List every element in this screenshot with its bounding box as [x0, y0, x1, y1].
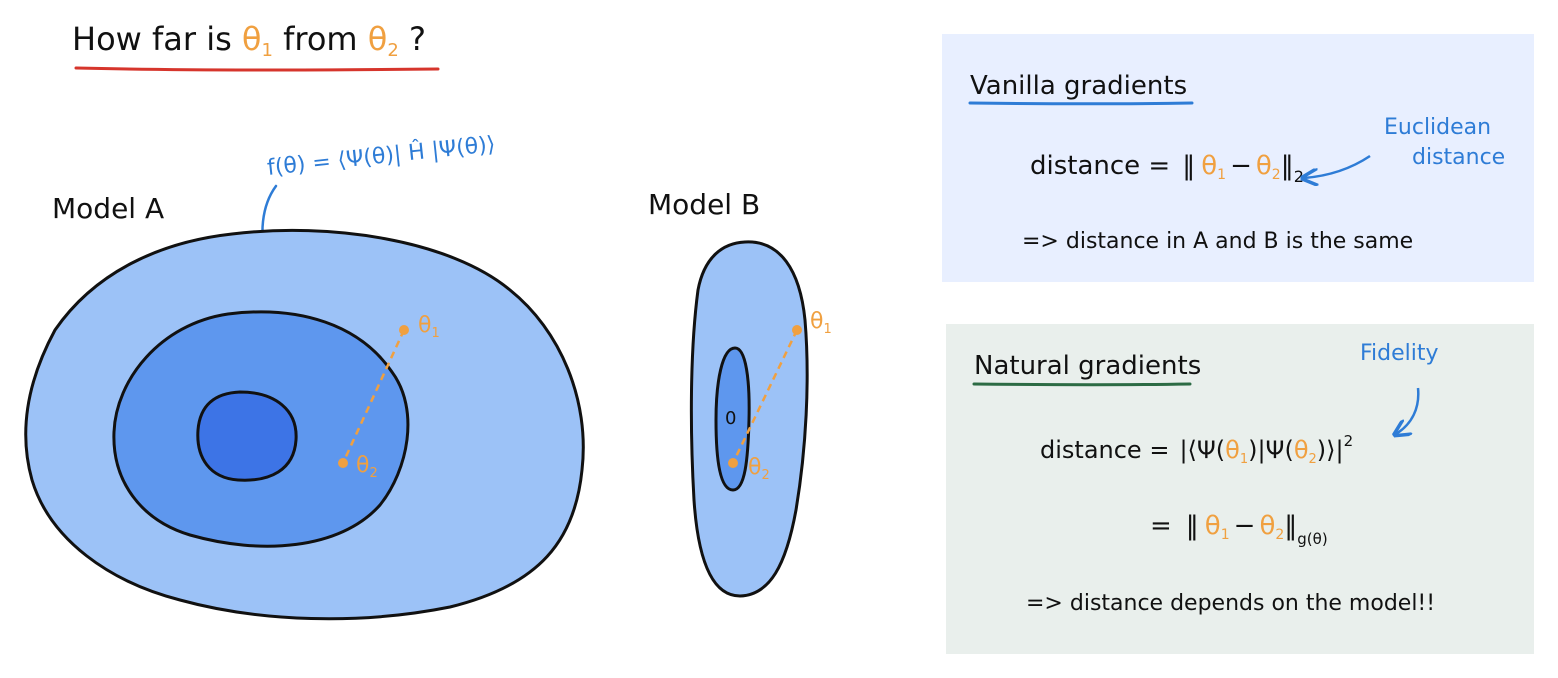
- model-b-theta2-label: θ2: [748, 455, 770, 483]
- natural-heading: Natural gradients: [974, 351, 1201, 381]
- model-b-landscape: 0: [689, 240, 809, 598]
- fidelity-note: Fidelity: [1360, 341, 1439, 366]
- model-b-label: Model B: [648, 188, 760, 221]
- euclidean-note-line2: distance: [1412, 145, 1505, 170]
- natural-metric-formula: =‖θ1−θ2‖g(θ): [1150, 511, 1328, 548]
- cost-function-annotation: f(θ) = ⟨Ψ(θ)| Ĥ |Ψ(θ)⟩: [266, 131, 497, 181]
- model-a-inner-contour: [196, 390, 298, 482]
- model-b-theta2-point: [728, 458, 738, 468]
- vanilla-heading: Vanilla gradients: [970, 71, 1187, 101]
- vanilla-conclusion: => distance in A and B is the same: [1022, 229, 1413, 254]
- model-a-parameter-path: θ1 θ2: [338, 313, 440, 481]
- model-b-theta1-point: [792, 325, 802, 335]
- natural-gradients-panel: [946, 324, 1534, 654]
- vanilla-heading-underline: [968, 101, 1194, 106]
- fidelity-arrow: [1396, 387, 1420, 434]
- svg-text:How far is θ1 from θ2 ?: How far is θ1 from θ2 ?: [72, 20, 426, 61]
- model-a-theta1-label: θ1: [418, 313, 440, 341]
- title: How far is θ1 from θ2 ?: [72, 20, 440, 72]
- model-b-minimum-mark: 0: [725, 408, 736, 429]
- model-a-theta1-point: [399, 325, 409, 335]
- natural-conclusion: => distance depends on the model!!: [1026, 591, 1435, 616]
- natural-heading-underline: [972, 382, 1192, 387]
- model-b-parameter-path: θ1 θ2: [728, 309, 832, 483]
- vanilla-gradients-panel: [942, 34, 1534, 282]
- vanilla-distance-formula: distance =‖θ1−θ2‖2: [1030, 151, 1304, 186]
- model-a-theta2-label: θ2: [356, 453, 378, 481]
- model-a-label: Model A: [52, 192, 164, 225]
- natural-gradients-content: Natural gradients Fidelity distance =|⟨Ψ…: [972, 341, 1439, 616]
- model-b-inner-contour: [714, 346, 751, 492]
- euclidean-note: Euclidean: [1384, 115, 1491, 140]
- euclidean-arrow: [1304, 154, 1371, 178]
- model-a-theta2-point: [338, 458, 348, 468]
- model-a-landscape: [24, 228, 585, 621]
- title-underline: [74, 66, 440, 72]
- vanilla-gradients-content: Vanilla gradients distance =‖θ1−θ2‖2 Euc…: [968, 71, 1505, 254]
- natural-fidelity-formula: distance =|⟨Ψ(θ1)|Ψ(θ2)⟩|2: [1040, 432, 1353, 467]
- model-b-theta1-label: θ1: [810, 309, 832, 337]
